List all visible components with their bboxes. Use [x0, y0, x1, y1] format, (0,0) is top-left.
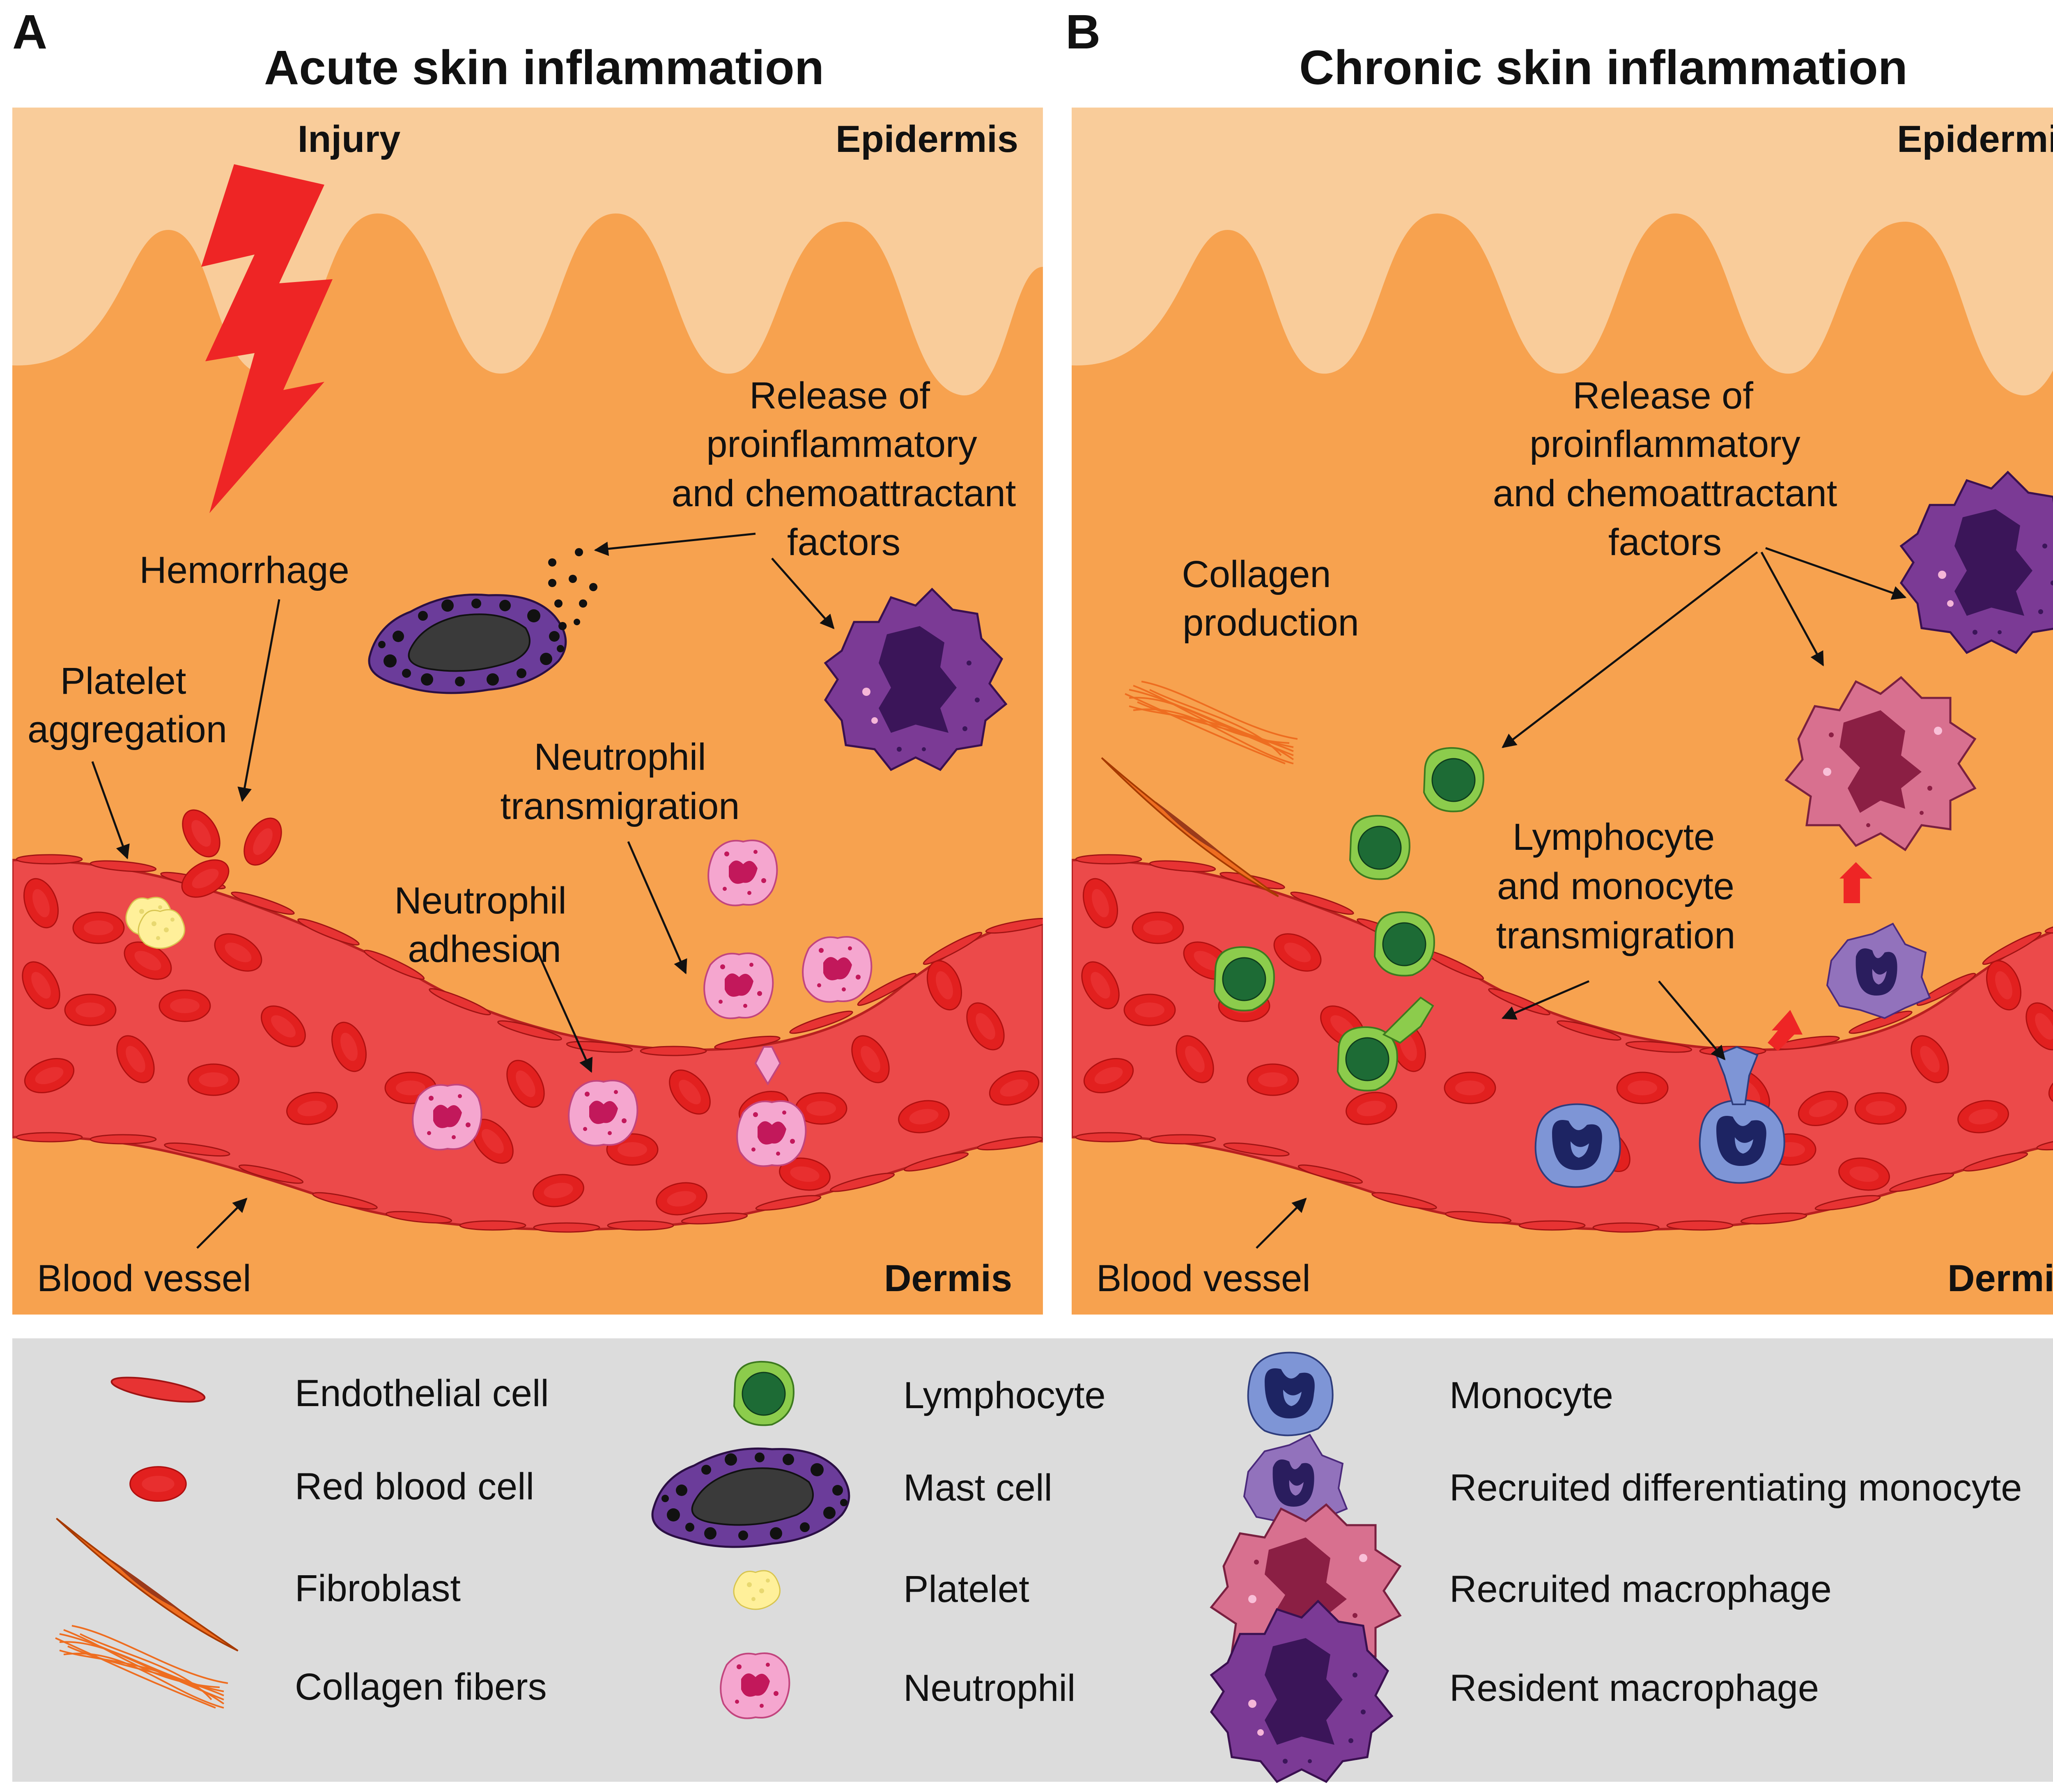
lightning-bolt-icon [201, 164, 333, 513]
hemorrhage-label: Hemorrhage [139, 549, 349, 591]
dermis-label: Dermis [1947, 1257, 2053, 1299]
legend-label: Resident macrophage [1449, 1667, 1819, 1709]
panel-b-letter: B [1066, 5, 1100, 59]
legend-label: Collagen fibers [295, 1666, 547, 1708]
release-label-line1: Release of [749, 375, 930, 417]
legend-label: Red blood cell [295, 1466, 534, 1507]
panel-a: A Acute skin inflammation [12, 5, 1043, 1315]
legend-item: Mast cell [652, 1448, 1052, 1547]
lymphocyte-icon [733, 1361, 795, 1426]
legend-item: Neutrophil [720, 1652, 1075, 1719]
lymphocytes [1214, 747, 1484, 1092]
panel-b: B Chronic skin inflammation [1066, 5, 2053, 1315]
legend-label: Fibroblast [295, 1567, 461, 1609]
blood-vessel-label: Blood vessel [1096, 1257, 1311, 1299]
transmigration-label-line1: Lymphocyte [1513, 816, 1715, 858]
neutrophil-transmigration-label-line2: transmigration [501, 785, 740, 827]
legend-item: Monocyte [1247, 1351, 1613, 1436]
panel-a-letter: A [12, 5, 47, 59]
legend-item: Lymphocyte [733, 1361, 1106, 1426]
release-label-line2: proinflammatory [706, 423, 977, 465]
differentiation-arrow-icon [1839, 862, 1872, 903]
legend-label: Endothelial cell [295, 1372, 549, 1414]
legend-item: Platelet [733, 1568, 1029, 1610]
panel-a-title: Acute skin inflammation [264, 41, 824, 95]
neutrophil-adhesion-label-line2: adhesion [408, 928, 561, 970]
transmigration-label-line3: transmigration [1496, 915, 1736, 957]
legend-item: Collagen fibers [55, 1625, 547, 1709]
red-blood-cell-icon [129, 1466, 187, 1502]
release-label-line3: and chemoattractant [672, 473, 1016, 514]
transmigration-label-line2: and monocyte [1497, 865, 1734, 907]
legend-item: Endothelial cell [110, 1372, 549, 1414]
endothelial-cell-icon [110, 1377, 206, 1403]
epidermis-label: Epidermis [836, 118, 1018, 160]
legend-label: Neutrophil [903, 1667, 1075, 1709]
neutrophil-adhesion-label-line1: Neutrophil [394, 880, 566, 922]
monocytes [1534, 1046, 1785, 1188]
legend-item: Recruited macrophage [1211, 1505, 1832, 1677]
neutrophil-icon [720, 1652, 790, 1719]
release-label-line4: factors [1608, 521, 1722, 563]
legend-item: Red blood cell [129, 1466, 534, 1507]
legend-label: Monocyte [1449, 1374, 1613, 1416]
release-label-line1: Release of [1573, 375, 1753, 417]
epidermis-label: Epidermis [1897, 118, 2053, 160]
legend: Endothelial cell Red blood cell Fibrobla… [12, 1338, 2053, 1782]
released-granules [548, 548, 597, 630]
epidermis-layer [1072, 108, 2053, 396]
neutrophils [412, 839, 873, 1167]
platelet-aggregation-label-line2: aggregation [28, 709, 227, 750]
legend-item: Fibroblast [34, 1517, 461, 1652]
legend-label: Recruited differentiating monocyte [1449, 1467, 2022, 1509]
blood-vessel [1072, 854, 2053, 1233]
legend-label: Platelet [903, 1568, 1029, 1610]
platelet-aggregation-label-line1: Platelet [60, 660, 186, 702]
release-label-line2: proinflammatory [1529, 423, 1800, 465]
legend-label: Recruited macrophage [1449, 1568, 1832, 1610]
legend-item: Resident macrophage [1211, 1601, 1819, 1782]
release-label-line3: and chemoattractant [1493, 473, 1837, 514]
collagen-production-label-line2: production [1183, 602, 1359, 644]
panel-b-title: Chronic skin inflammation [1299, 41, 1908, 95]
legend-label: Mast cell [903, 1467, 1052, 1509]
injury-label: Injury [298, 118, 400, 160]
release-label-line4: factors [787, 521, 900, 563]
dermis-label: Dermis [884, 1257, 1012, 1299]
neutrophil-transmigration-label-line1: Neutrophil [534, 736, 706, 778]
differentiation-arrow-icon [1768, 1010, 1803, 1051]
platelet-icon [733, 1570, 781, 1610]
monocyte-icon [1247, 1351, 1334, 1436]
platelet-aggregate [138, 909, 185, 949]
legend-item: Recruited differentiating monocyte [1243, 1434, 2022, 1530]
legend-background [12, 1338, 2053, 1782]
blood-vessel-label: Blood vessel [37, 1257, 251, 1299]
legend-label: Lymphocyte [903, 1374, 1106, 1416]
collagen-production-label-line1: Collagen [1182, 553, 1331, 595]
